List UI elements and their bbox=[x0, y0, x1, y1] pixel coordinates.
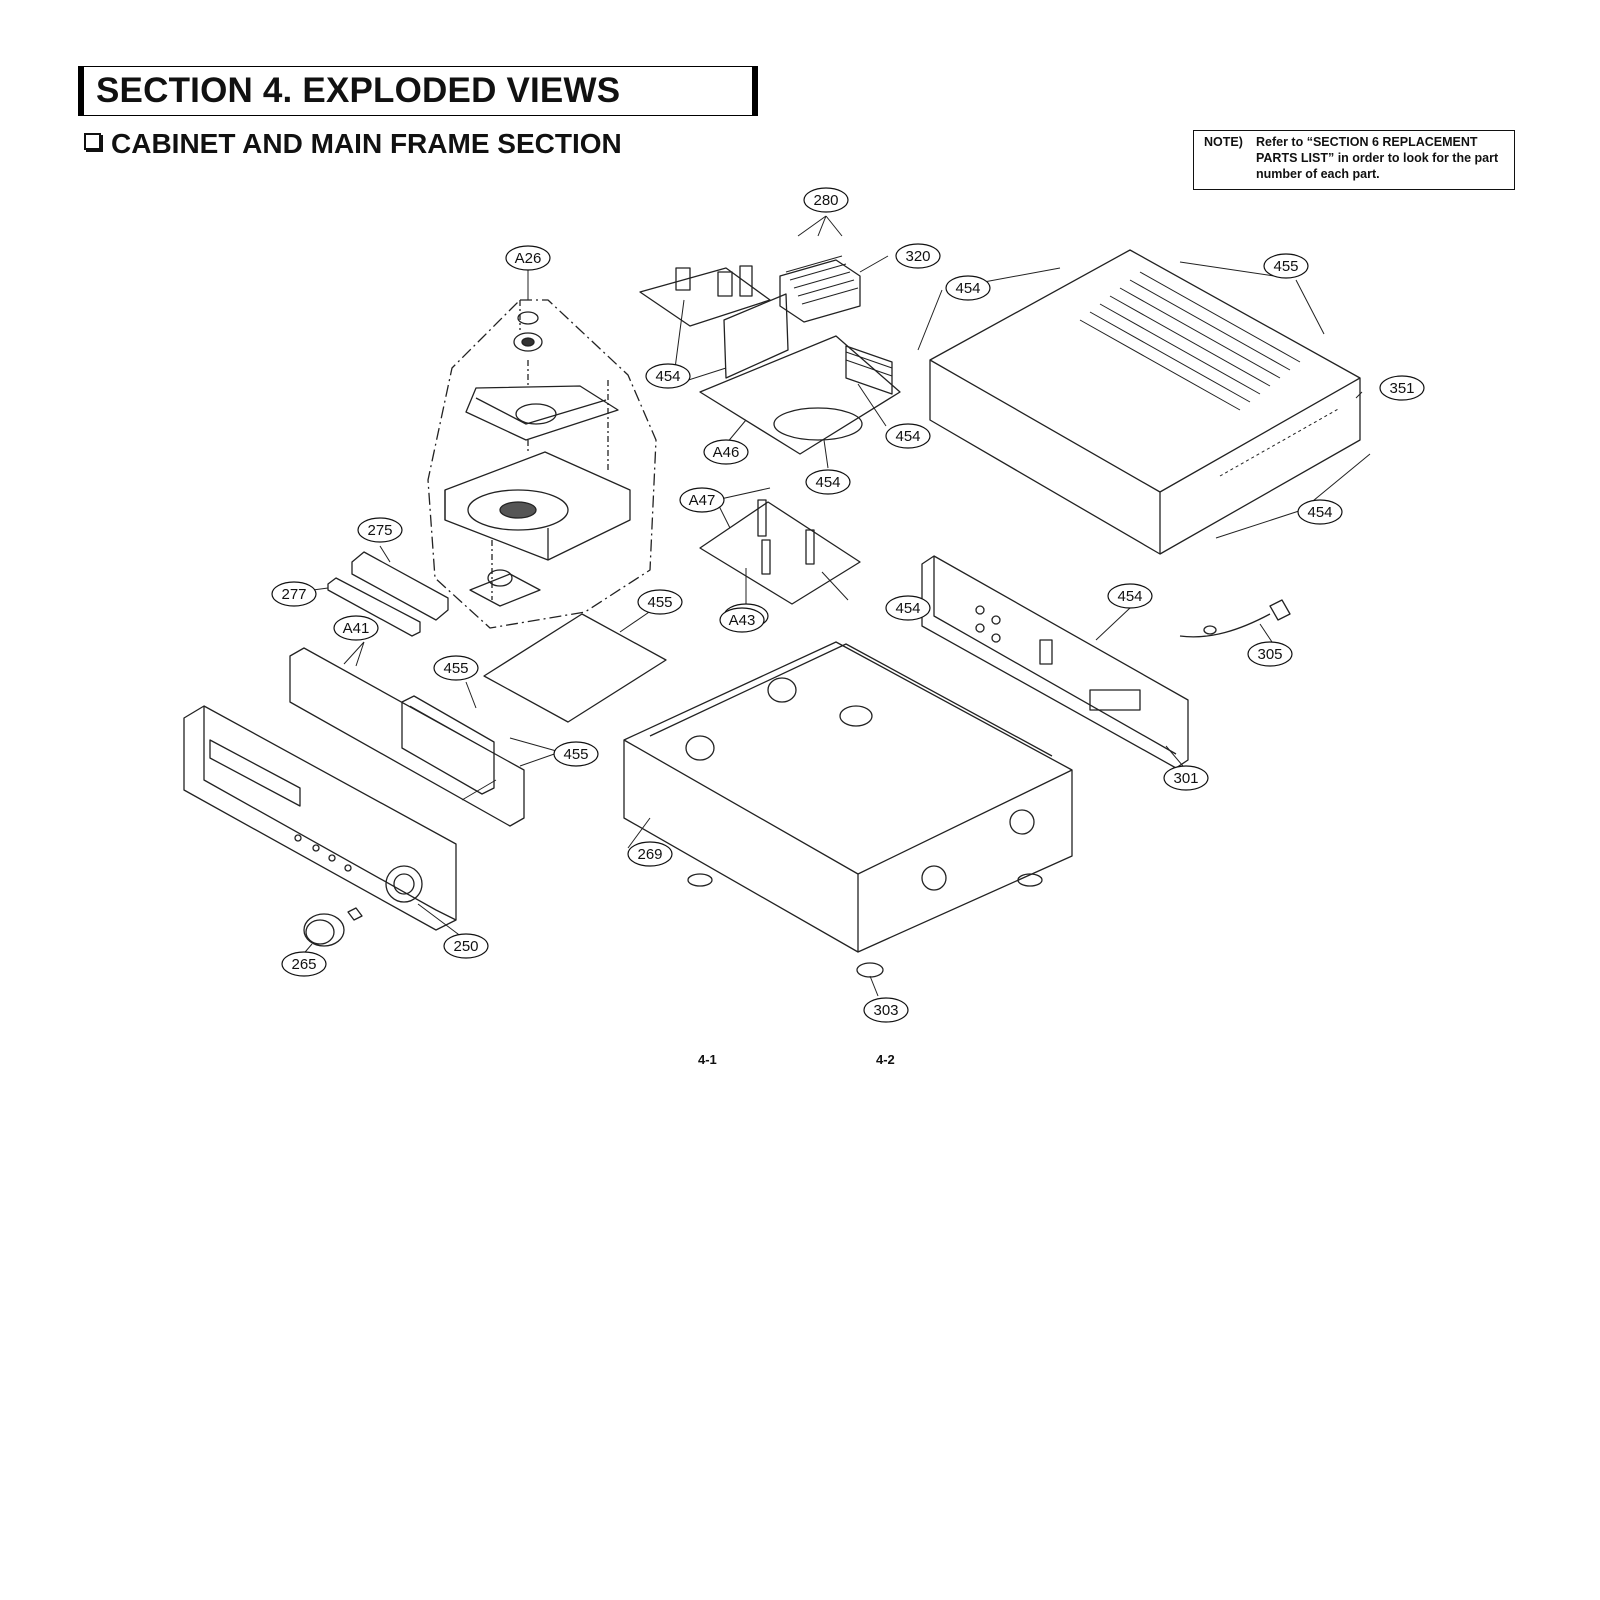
callout-label: 454 bbox=[815, 474, 840, 491]
callout-label: A43 bbox=[729, 612, 756, 629]
callout-label: 265 bbox=[291, 956, 316, 973]
top-cover-351 bbox=[929, 249, 1361, 555]
callout-275: 275 bbox=[357, 517, 403, 543]
pcb-a43 bbox=[289, 647, 525, 827]
callout-250: 250 bbox=[443, 933, 489, 959]
callout-label: 454 bbox=[1307, 504, 1332, 521]
callout-305: 305 bbox=[1247, 641, 1293, 667]
callout-layer: 280320A26454455454351A46454454275454A474… bbox=[271, 187, 1425, 1023]
note-label: NOTE) bbox=[1204, 135, 1243, 149]
section-header: SECTION 4. EXPLODED VIEWS bbox=[78, 66, 758, 116]
callout-label: 351 bbox=[1389, 380, 1414, 397]
page-number-right: 4-2 bbox=[876, 1052, 895, 1067]
callout-label: 454 bbox=[895, 600, 920, 617]
pcb-a41 bbox=[483, 613, 667, 723]
callout-277: 277 bbox=[271, 581, 317, 607]
cd-mechanism bbox=[444, 300, 631, 607]
part-275-strip bbox=[351, 551, 449, 621]
power-cord-305 bbox=[1179, 599, 1291, 638]
callout-455: 455 bbox=[637, 589, 683, 615]
callout-label: 454 bbox=[1117, 588, 1142, 605]
cd-mechanism-outline bbox=[427, 299, 657, 629]
callout-label: 320 bbox=[905, 248, 930, 265]
callout-label: 275 bbox=[367, 522, 392, 539]
callout-label: A26 bbox=[515, 250, 542, 267]
callout-label: A46 bbox=[713, 444, 740, 461]
callout-label: 454 bbox=[655, 368, 680, 385]
front-panel-250 bbox=[183, 705, 457, 931]
note-text: Refer to “SECTION 6 REPLACEMENT PARTS LI… bbox=[1256, 135, 1499, 181]
callout-455: 455 bbox=[1263, 253, 1309, 279]
callout-label: 455 bbox=[1273, 258, 1298, 275]
page-number-left: 4-1 bbox=[698, 1052, 717, 1067]
callout-265: 265 bbox=[281, 951, 327, 977]
subsection-heading: CABINET AND MAIN FRAME SECTION bbox=[84, 128, 622, 160]
callout-label: 454 bbox=[895, 428, 920, 445]
callout-301: 301 bbox=[1163, 765, 1209, 791]
section-title: SECTION 4. EXPLODED VIEWS bbox=[96, 71, 621, 110]
callout-454: 454 bbox=[645, 363, 691, 389]
callout-454: 454 bbox=[885, 423, 931, 449]
knob-265 bbox=[303, 907, 363, 947]
callout-label: 303 bbox=[873, 1002, 898, 1019]
callout-A26: A26 bbox=[505, 245, 551, 271]
callout-303: 303 bbox=[863, 997, 909, 1023]
callout-A43: A43 bbox=[719, 607, 765, 633]
callout-454: 454 bbox=[1297, 499, 1343, 525]
foot-303 bbox=[856, 962, 884, 978]
callout-label: 277 bbox=[281, 586, 306, 603]
chassis-269 bbox=[623, 641, 1073, 953]
rear-panel-301 bbox=[921, 555, 1189, 769]
callout-label: 269 bbox=[637, 846, 662, 863]
callout-label: 250 bbox=[453, 938, 478, 955]
part-277-strip bbox=[327, 577, 421, 637]
pcb-a46 bbox=[639, 265, 901, 455]
callout-label: 455 bbox=[563, 746, 588, 763]
pcb-a47 bbox=[699, 499, 861, 605]
callout-label: 455 bbox=[647, 594, 672, 611]
callout-454: 454 bbox=[1107, 583, 1153, 609]
callout-label: 454 bbox=[955, 280, 980, 297]
subsection-title: CABINET AND MAIN FRAME SECTION bbox=[111, 128, 622, 159]
callout-label: 280 bbox=[813, 192, 838, 209]
callout-label: A41 bbox=[343, 620, 370, 637]
callout-269: 269 bbox=[627, 841, 673, 867]
callout-label: 455 bbox=[443, 660, 468, 677]
callout-320: 320 bbox=[895, 243, 941, 269]
callout-454: 454 bbox=[945, 275, 991, 301]
callout-455: 455 bbox=[553, 741, 599, 767]
callout-454: 454 bbox=[885, 595, 931, 621]
callout-label: 301 bbox=[1173, 770, 1198, 787]
callout-A46: A46 bbox=[703, 439, 749, 465]
callout-455: 455 bbox=[433, 655, 479, 681]
heat-sink-320 bbox=[779, 255, 861, 323]
callout-A47: A47 bbox=[679, 487, 725, 513]
callout-label: 305 bbox=[1257, 646, 1282, 663]
callout-A41: A41 bbox=[333, 615, 379, 641]
callout-351: 351 bbox=[1379, 375, 1425, 401]
callout-454: 454 bbox=[805, 469, 851, 495]
callout-280: 280 bbox=[803, 187, 849, 213]
checkbox-bullet-icon bbox=[84, 133, 101, 150]
note-box: NOTE) Refer to “SECTION 6 REPLACEMENT PA… bbox=[1193, 130, 1515, 190]
callout-label: A47 bbox=[689, 492, 716, 509]
leader-lines bbox=[297, 215, 1371, 997]
